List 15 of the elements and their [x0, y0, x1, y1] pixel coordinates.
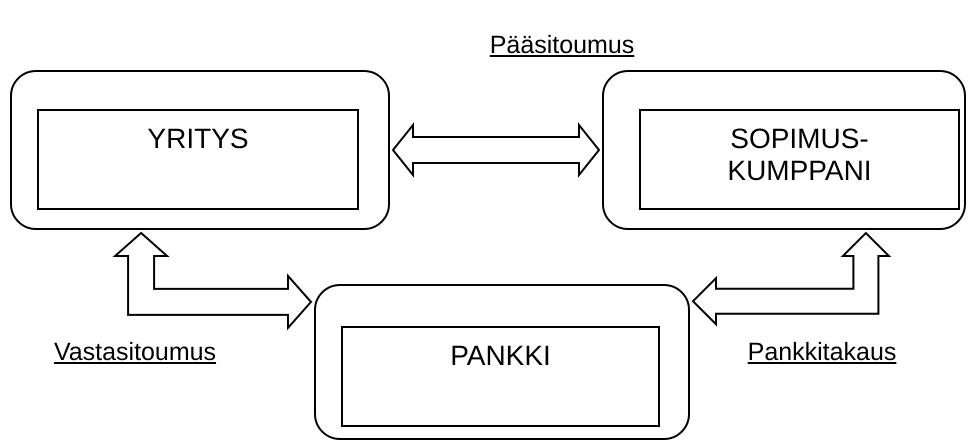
relation-label: Vastasitoumus [54, 337, 216, 367]
block-arrow [112, 232, 312, 331]
rounded-frame [10, 70, 390, 230]
rounded-frame [602, 70, 966, 230]
node-label: YRITYS [147, 123, 249, 155]
block-arrow [392, 122, 600, 178]
node-label: SOPIMUS- KUMPPANI [726, 123, 873, 187]
text-box [639, 109, 960, 210]
text-box [37, 109, 359, 210]
relation-label: Pankkitakaus [748, 337, 896, 367]
text-box [341, 326, 660, 427]
rounded-frame [314, 284, 690, 440]
block-arrow [692, 232, 892, 327]
node-label: PANKKI [450, 340, 551, 372]
relation-label: Pääsitoumus [490, 30, 634, 60]
